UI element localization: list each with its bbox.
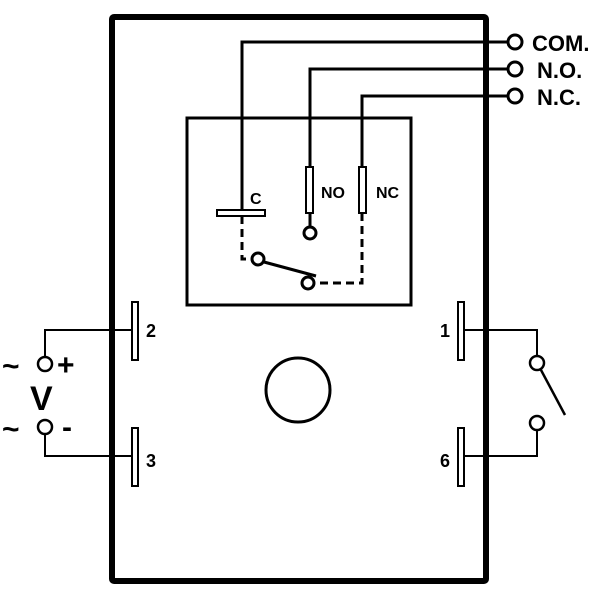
plus-sign: + xyxy=(57,349,75,382)
minus-sign: - xyxy=(62,411,72,444)
com-label: COM. xyxy=(532,31,589,56)
nc-terminal xyxy=(506,87,524,105)
pin-1-label: 1 xyxy=(440,321,450,341)
pin-6 xyxy=(457,427,465,487)
ext-switch-pivot xyxy=(528,354,546,372)
ext-switch-arm xyxy=(539,369,567,416)
voltage-label: V xyxy=(30,380,53,418)
switch-arm xyxy=(263,260,317,278)
ext-switch-wire-bottom xyxy=(464,430,538,457)
no-contact-plate xyxy=(305,166,314,214)
center-knob xyxy=(264,356,332,424)
c-contact-plate xyxy=(216,209,266,217)
c-label: C xyxy=(250,191,262,208)
ext-switch-contact xyxy=(528,414,546,432)
nc-wire xyxy=(360,94,508,170)
pin-2-label: 2 xyxy=(146,321,156,341)
com-dashed-link xyxy=(240,216,252,261)
pin-2 xyxy=(131,301,139,361)
nc-contact-label: NC xyxy=(376,185,400,202)
supply-terminal-minus xyxy=(36,418,54,436)
switch-pivot xyxy=(250,251,266,267)
supply-terminal-plus xyxy=(36,355,54,373)
no-label: N.O. xyxy=(537,58,582,83)
com-terminal xyxy=(506,33,524,51)
pin-3 xyxy=(131,427,139,487)
no-terminal xyxy=(506,60,524,78)
ac-tilde-top: ~ xyxy=(2,350,20,383)
nc-contact-plate xyxy=(358,166,367,214)
nc-label: N.C. xyxy=(537,85,581,110)
relay-housing xyxy=(109,14,489,584)
no-contact-label: NO xyxy=(321,185,345,202)
ext-switch-wire-top xyxy=(464,329,538,356)
pin-3-label: 3 xyxy=(146,451,156,471)
supply-wire-minus xyxy=(44,435,132,457)
pin-1 xyxy=(457,301,465,361)
pin-6-label: 6 xyxy=(440,451,450,471)
supply-wire-plus xyxy=(44,329,132,358)
no-contact-point xyxy=(302,225,318,241)
switch-contact xyxy=(300,275,316,291)
ac-tilde-bottom: ~ xyxy=(2,413,20,446)
com-wire xyxy=(240,40,508,210)
nc-dashed-link xyxy=(316,213,364,285)
no-wire xyxy=(308,67,508,170)
switch-box xyxy=(185,116,413,307)
